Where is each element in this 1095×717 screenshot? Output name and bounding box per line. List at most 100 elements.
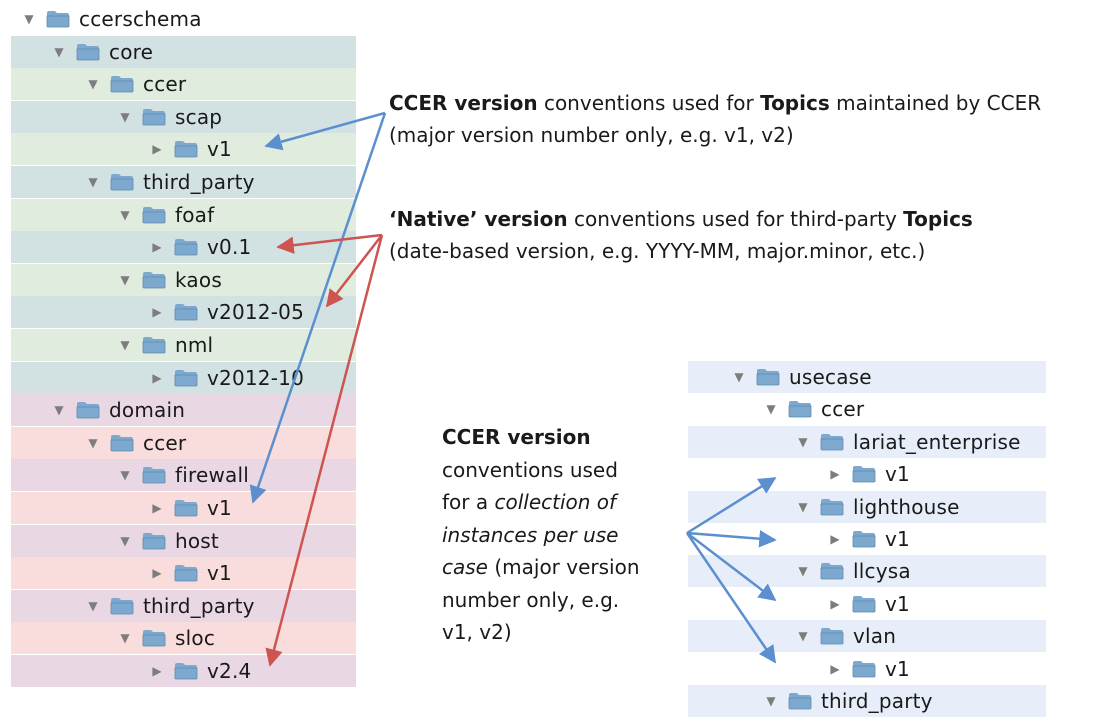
right_tree-row-lighthouse[interactable]: ▼lighthouse (688, 490, 1046, 523)
callout-native-topics-text1: conventions used for third-party (567, 207, 904, 231)
disclosure-triangle-down-icon[interactable]: ▼ (120, 631, 130, 646)
callout-ccer-topics-text1: conventions used for (537, 91, 761, 115)
callout-native-topics-bold2: Topics (903, 207, 973, 231)
callout-native-topics-bold1: ‘Native’ version (389, 207, 568, 231)
disclosure-triangle-right-icon[interactable]: ▶ (152, 501, 162, 515)
disclosure-triangle-down-icon[interactable]: ▼ (120, 533, 130, 548)
folder-icon (820, 498, 844, 516)
left_tree-row-host[interactable]: ▼host (11, 524, 356, 557)
folder-icon (174, 564, 198, 582)
folder-icon (174, 238, 198, 256)
right_tree-row-v1[interactable]: ▶ v1 (688, 652, 1046, 685)
folder-label: ccer (143, 430, 187, 455)
left_tree-row-v2012-05[interactable]: ▶ v2012-05 (11, 296, 356, 329)
right_tree-row-v1[interactable]: ▶v1 (688, 458, 1046, 491)
callout-collection-bold1: CCER version (442, 425, 591, 449)
right_tree-row-vlan[interactable]: ▼vlan (688, 620, 1046, 653)
folder-icon (142, 271, 166, 289)
folder-label: nml (175, 333, 214, 357)
disclosure-triangle-down-icon[interactable]: ▼ (798, 434, 808, 449)
disclosure-triangle-down-icon[interactable]: ▼ (120, 207, 130, 222)
callout-collection-line3a: for a (442, 490, 495, 514)
left_tree-row-third-party[interactable]: ▼ third_party (11, 589, 356, 622)
disclosure-triangle-right-icon[interactable]: ▶ (830, 467, 840, 482)
disclosure-triangle-down-icon[interactable]: ▼ (88, 175, 98, 189)
disclosure-triangle-down-icon[interactable]: ▼ (120, 338, 130, 352)
folder-icon (788, 400, 812, 418)
left_tree-row-ccerschema[interactable]: ▼ccerschema (0, 3, 300, 35)
disclosure-triangle-right-icon[interactable]: ▶ (830, 661, 840, 676)
left_tree-row-scap[interactable]: ▼ scap (11, 100, 356, 133)
disclosure-triangle-right-icon[interactable]: ▶ (830, 596, 840, 611)
folder-label: scap (175, 104, 223, 129)
left_tree-row-core[interactable]: ▼core (11, 35, 356, 68)
left_tree-row-v1[interactable]: ▶v1 (11, 133, 356, 166)
disclosure-triangle-right-icon[interactable]: ▶ (152, 370, 162, 385)
disclosure-triangle-right-icon[interactable]: ▶ (152, 566, 162, 581)
disclosure-triangle-down-icon[interactable]: ▼ (766, 694, 776, 708)
disclosure-triangle-right-icon[interactable]: ▶ (830, 532, 840, 546)
left_tree-row-v1[interactable]: ▶v1 (11, 492, 356, 524)
left_tree-row-kaos[interactable]: ▼kaos (11, 263, 356, 296)
left_tree-row-firewall[interactable]: ▼firewall (11, 459, 356, 492)
callout-collection-line5a: case (442, 555, 488, 579)
right_tree-row-v1[interactable]: ▶v1 (688, 523, 1046, 555)
folder-label: v2012-10 (207, 365, 305, 390)
left_tree-row-v1[interactable]: ▶v1 (11, 557, 356, 590)
folder-icon (788, 692, 812, 710)
disclosure-triangle-down-icon[interactable]: ▼ (24, 12, 34, 26)
folder-icon (174, 140, 198, 158)
disclosure-triangle-down-icon[interactable]: ▼ (88, 77, 98, 92)
folder-label: third_party (143, 170, 255, 194)
disclosure-triangle-down-icon[interactable]: ▼ (54, 403, 64, 418)
left_tree-row-sloc[interactable]: ▼sloc (11, 622, 356, 655)
callout-collection-line7: v1, v2) (442, 620, 512, 644)
left_tree-row-v2-4[interactable]: ▶v2.4 (11, 655, 356, 687)
disclosure-triangle-down-icon[interactable]: ▼ (766, 402, 776, 417)
folder-label: lariat_enterprise (853, 429, 1021, 454)
folder-icon (110, 173, 134, 191)
disclosure-triangle-down-icon[interactable]: ▼ (54, 44, 64, 59)
folder-label: third_party (143, 593, 255, 618)
disclosure-triangle-down-icon[interactable]: ▼ (798, 629, 808, 644)
callout-ccer-topics-bold2: Topics (760, 91, 830, 115)
folder-icon (174, 499, 198, 517)
left_tree-row-third-party[interactable]: ▼ third_party (11, 166, 356, 198)
left_tree-row-foaf[interactable]: ▼foaf (11, 198, 356, 231)
folder-icon (852, 465, 876, 483)
disclosure-triangle-down-icon[interactable]: ▼ (120, 272, 130, 287)
left_tree-row-v0-1[interactable]: ▶v0.1 (11, 231, 356, 264)
right_tree-row-llcysa[interactable]: ▼llcysa (688, 555, 1046, 588)
right_tree-row-ccer[interactable]: ▼ccer (688, 393, 1046, 426)
disclosure-triangle-right-icon[interactable]: ▶ (152, 142, 162, 157)
left_tree-row-v2012-10[interactable]: ▶ v2012-10 (11, 361, 356, 394)
disclosure-triangle-down-icon[interactable]: ▼ (798, 499, 808, 514)
left_tree-row-nml[interactable]: ▼ nml (11, 329, 356, 361)
disclosure-triangle-down-icon[interactable]: ▼ (120, 109, 130, 124)
folder-icon (46, 10, 70, 28)
right_tree-row-usecase[interactable]: ▼ usecase (688, 361, 1046, 393)
left_tree-row-domain[interactable]: ▼domain (11, 394, 356, 427)
disclosure-triangle-down-icon[interactable]: ▼ (88, 435, 98, 450)
folder-icon (110, 75, 134, 93)
folder-label: usecase (789, 365, 872, 389)
right_tree-row-v1[interactable]: ▶ v1 (688, 587, 1046, 620)
folder-label: v1 (885, 656, 910, 681)
disclosure-triangle-right-icon[interactable]: ▶ (152, 240, 162, 255)
folder-icon (820, 433, 844, 451)
callout-native-topics-line2: (date-based version, e.g. YYYY-MM, major… (389, 239, 926, 263)
right_tree-row-lariat-enterprise[interactable]: ▼ lariat_enterprise (688, 425, 1046, 458)
disclosure-triangle-right-icon[interactable]: ▶ (152, 305, 162, 320)
disclosure-triangle-down-icon[interactable]: ▼ (88, 598, 98, 613)
disclosure-triangle-right-icon[interactable]: ▶ (152, 664, 162, 678)
folder-icon (852, 595, 876, 613)
disclosure-triangle-down-icon[interactable]: ▼ (120, 468, 130, 483)
right_tree-row-third-party[interactable]: ▼third_party (688, 685, 1046, 717)
folder-label: v2012-05 (207, 300, 305, 325)
disclosure-triangle-down-icon[interactable]: ▼ (734, 370, 744, 384)
folder-label: v1 (885, 591, 910, 616)
left_tree-row-ccer[interactable]: ▼ccer (11, 68, 356, 101)
disclosure-triangle-down-icon[interactable]: ▼ (798, 564, 808, 579)
folder-icon (820, 562, 844, 580)
left_tree-row-ccer[interactable]: ▼ ccer (11, 426, 356, 459)
